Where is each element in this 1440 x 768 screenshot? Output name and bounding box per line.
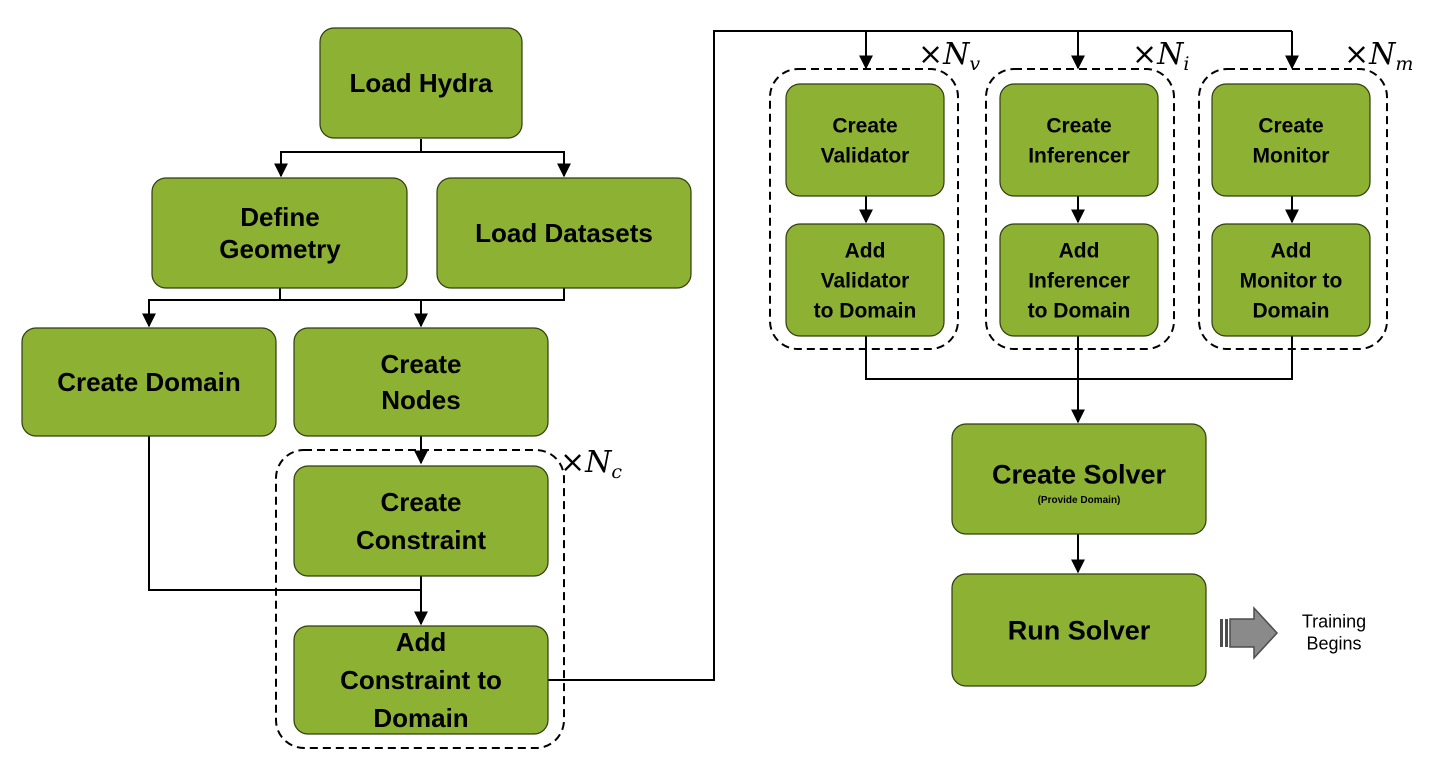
label-line: Create: [832, 114, 897, 137]
connector-lines: [142, 30, 1299, 681]
create-domain-label: Create Domain: [57, 367, 241, 397]
label-line: Geometry: [219, 234, 341, 264]
label-line: Constraint to: [340, 665, 502, 695]
create-domain-node: Create Domain: [21, 327, 277, 437]
label-line: to Domain: [814, 299, 917, 322]
multiplier-validator: ×Nv: [918, 37, 980, 75]
label-line: Monitor: [1253, 144, 1330, 167]
label-line: Add: [1271, 239, 1312, 262]
label-line: Create Solver: [992, 459, 1167, 489]
training-begins-arrow-icon: [1220, 606, 1279, 660]
label-line: Create Domain: [57, 367, 241, 397]
label-line: Inferencer: [1028, 144, 1130, 167]
label-line: Create: [381, 349, 462, 379]
label-line: Nodes: [381, 385, 460, 415]
label-line: Add: [396, 627, 447, 657]
label-line: Inferencer: [1028, 269, 1130, 292]
create-solver-node: Create Solver (Provide Domain): [951, 423, 1207, 535]
label-line: Run Solver: [1008, 615, 1151, 645]
label-line: Create: [1046, 114, 1111, 137]
load-datasets-node: Load Datasets: [436, 177, 692, 289]
run-solver-node: Run Solver: [951, 573, 1207, 687]
label-line: Add: [1059, 239, 1100, 262]
label-line: Create: [381, 487, 462, 517]
edge-domain-add: [148, 436, 421, 591]
label-line: Add: [845, 239, 886, 262]
label-line: Domain: [1252, 299, 1329, 322]
edge-datasets-join: [149, 288, 565, 301]
load-hydra-label: Load Hydra: [349, 68, 493, 98]
label-line: Create: [1258, 114, 1323, 137]
label-line: Domain: [373, 703, 468, 733]
label-line: Begins: [1306, 633, 1361, 653]
label-line: Constraint: [356, 525, 486, 555]
label-line: Training: [1302, 611, 1366, 631]
label-line: Monitor to: [1240, 269, 1343, 292]
label-line: Load Datasets: [475, 218, 653, 248]
label-line: Validator: [821, 269, 910, 292]
edge-hydra-datasets: [421, 151, 571, 178]
run-solver-label: Run Solver: [1008, 615, 1151, 645]
multiplier-constraint: ×Nc: [560, 445, 622, 483]
edge-hydra-geometry: [274, 139, 422, 178]
label-line: to Domain: [1028, 299, 1131, 322]
load-datasets-label: Load Datasets: [475, 218, 653, 248]
edge-geometry-domain: [142, 288, 281, 328]
load-hydra-node: Load Hydra: [319, 27, 523, 139]
label-line: Validator: [821, 144, 910, 167]
constraint-repeat-group: [275, 449, 565, 749]
label-line: Define: [240, 202, 319, 232]
label-line: Load Hydra: [349, 68, 493, 98]
multiplier-inferencer: ×Ni: [1132, 37, 1189, 75]
edge-add-constraint-out: [548, 30, 1292, 681]
multiplier-monitor: ×Nm: [1344, 37, 1413, 75]
create-solver-note: (Provide Domain): [1038, 495, 1121, 506]
create-solver-label: Create Solver: [992, 459, 1167, 489]
